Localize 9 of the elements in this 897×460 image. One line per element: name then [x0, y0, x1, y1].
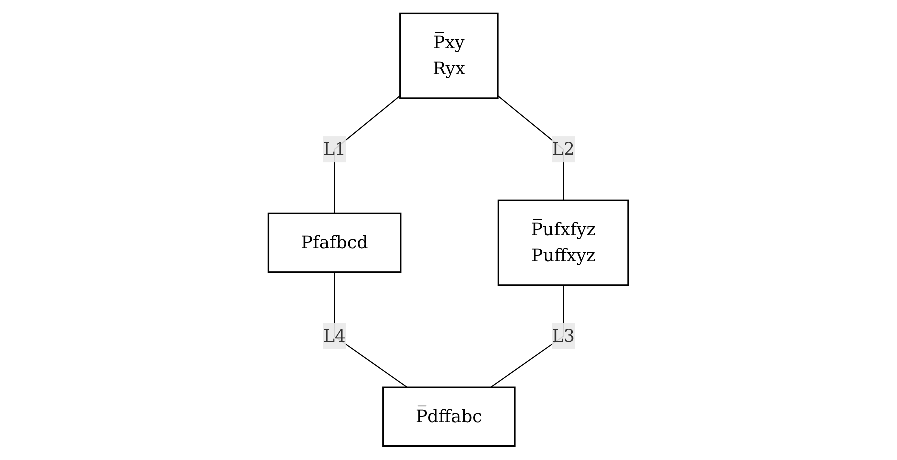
graph-drawing: L1 L2 L4 L3 P̅xy Ryx Pfafbcd P̅ufxfyz Puffxyz P̅dffabc	[260, 5, 638, 455]
edge-label: L3	[552, 326, 575, 346]
edge-label: L4	[323, 326, 346, 346]
node-box	[498, 200, 630, 286]
edge-label: L2	[552, 138, 575, 160]
node-box	[268, 212, 402, 274]
edge-label: L1	[323, 138, 346, 160]
node-box	[382, 386, 516, 448]
node-box	[399, 12, 499, 100]
